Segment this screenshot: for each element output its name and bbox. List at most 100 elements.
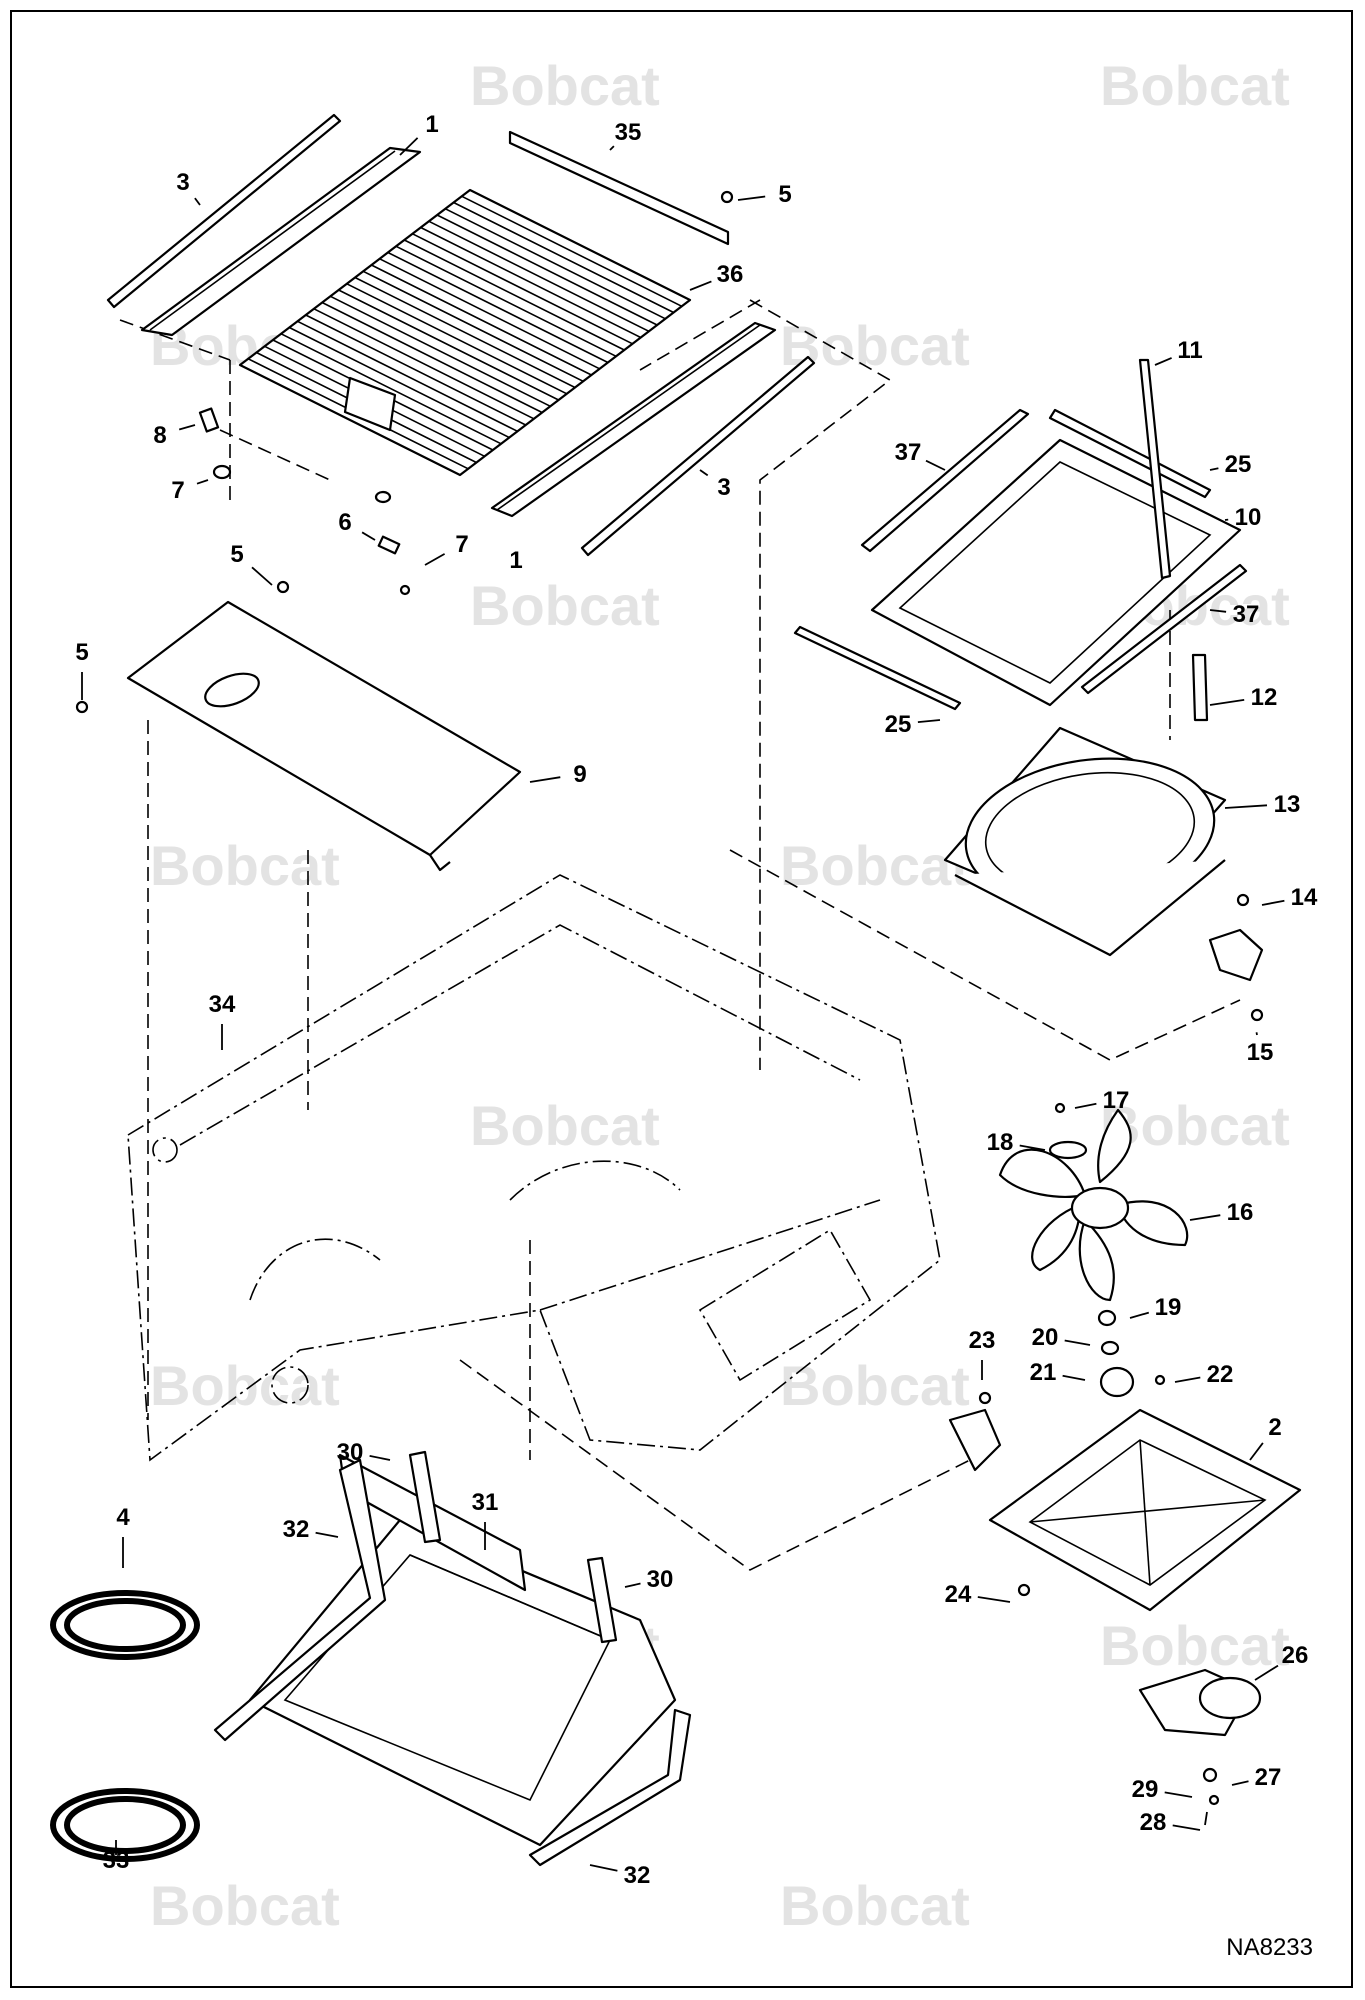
cover-panel bbox=[126, 600, 522, 872]
callout-label: 18 bbox=[987, 1129, 1014, 1156]
callout-leader-line bbox=[1019, 1144, 1046, 1151]
callout-label: 31 bbox=[472, 1489, 499, 1516]
callout-leader-line bbox=[1209, 467, 1219, 471]
watermark-text: Bobcat bbox=[150, 1354, 340, 1417]
callout-label: 26 bbox=[1282, 1642, 1309, 1669]
callout-leader-line bbox=[399, 137, 419, 156]
callout-leader-line bbox=[1231, 1780, 1249, 1786]
callout-label: 25 bbox=[885, 711, 912, 738]
callout-label: 17 bbox=[1103, 1087, 1130, 1114]
callout-leader-line bbox=[1209, 699, 1245, 706]
callout-label: 33 bbox=[103, 1847, 130, 1874]
seal-coil-upper bbox=[50, 1590, 200, 1660]
fan-blades bbox=[978, 1102, 1189, 1405]
plate-right bbox=[1208, 893, 1264, 1022]
callout-label: 2 bbox=[1268, 1414, 1281, 1441]
callout-label: 22 bbox=[1207, 1361, 1234, 1388]
watermark-text: Bobcat bbox=[150, 1874, 340, 1937]
watermark-text: Bobcat bbox=[780, 314, 970, 377]
callout-leader-line bbox=[1154, 357, 1172, 366]
mount-plate bbox=[948, 1408, 1302, 1612]
callout-leader-line bbox=[1224, 804, 1268, 809]
callout-leader-line bbox=[1261, 899, 1285, 906]
callout-label: 37 bbox=[1233, 601, 1260, 628]
callout-label: 27 bbox=[1255, 1764, 1282, 1791]
callout-label: 7 bbox=[171, 477, 184, 504]
watermark-text: Bobcat bbox=[1100, 1614, 1290, 1677]
callout-leader-line bbox=[424, 553, 446, 566]
hardware-top bbox=[75, 190, 734, 714]
callout-label: 5 bbox=[75, 639, 88, 666]
callout-label: 4 bbox=[116, 1504, 130, 1531]
callout-label: 3 bbox=[176, 169, 189, 196]
callout-leader-line bbox=[1254, 1664, 1279, 1681]
callout-leader-line bbox=[689, 280, 712, 291]
side-panel-left bbox=[140, 146, 422, 337]
callout-label: 15 bbox=[1247, 1039, 1274, 1066]
watermark-text: Bobcat bbox=[780, 1874, 970, 1937]
callout-label: 28 bbox=[1140, 1809, 1167, 1836]
trim-strips bbox=[213, 1450, 692, 1867]
callout-label: 6 bbox=[338, 509, 351, 536]
rubber-strip-right bbox=[580, 355, 816, 557]
callout-label: 30 bbox=[647, 1566, 674, 1593]
callout-leader-line bbox=[1209, 609, 1227, 613]
callout-leader-line bbox=[369, 1455, 391, 1461]
watermark-text: Bobcat bbox=[470, 1094, 660, 1157]
callout-label: 11 bbox=[1177, 337, 1202, 364]
callout-leader-line bbox=[1062, 1374, 1086, 1381]
callout-label: 3 bbox=[717, 474, 730, 501]
callout-label: 8 bbox=[153, 422, 166, 449]
callout-label: 16 bbox=[1227, 1199, 1254, 1226]
callout-leader-line bbox=[361, 531, 376, 541]
callout-label: 32 bbox=[624, 1862, 651, 1889]
callout-leader-line bbox=[178, 424, 196, 431]
mounting-bar-top bbox=[508, 130, 730, 246]
watermark-text: Bobcat bbox=[470, 54, 660, 117]
callout-leader-line bbox=[1129, 1311, 1150, 1319]
callout-leader-line bbox=[1249, 1442, 1264, 1461]
motor bbox=[1138, 1668, 1262, 1826]
callout-label: 10 bbox=[1235, 504, 1262, 531]
callout-leader-line bbox=[251, 566, 273, 586]
callout-leader-line bbox=[1074, 1102, 1097, 1109]
callout-label: 5 bbox=[230, 541, 243, 568]
callout-leader-line bbox=[315, 1531, 339, 1538]
callout-label: 30 bbox=[337, 1439, 364, 1466]
callout-leader-line bbox=[609, 145, 615, 151]
callout-label: 21 bbox=[1030, 1359, 1057, 1386]
callout-leader-line bbox=[624, 1582, 641, 1588]
seal-coil-lower bbox=[50, 1788, 200, 1862]
callout-label: 1 bbox=[425, 111, 438, 138]
callout-label: 19 bbox=[1155, 1294, 1182, 1321]
callout-label: 23 bbox=[969, 1327, 996, 1354]
callout-label: 1 bbox=[509, 547, 522, 574]
callout-label: 13 bbox=[1274, 791, 1301, 818]
callout-label: 5 bbox=[778, 181, 791, 208]
callout-label: 14 bbox=[1291, 884, 1318, 911]
callout-label: 36 bbox=[717, 261, 744, 288]
callout-label: 9 bbox=[573, 761, 586, 788]
callout-leader-line bbox=[1064, 1339, 1091, 1346]
callout-label: 20 bbox=[1032, 1324, 1059, 1351]
main-frame bbox=[127, 874, 941, 1462]
callout-leader-line bbox=[737, 195, 766, 201]
radiator-core bbox=[238, 188, 692, 477]
callout-leader-line bbox=[529, 776, 561, 783]
callout-leader-line bbox=[196, 479, 209, 485]
callout-label: 37 bbox=[895, 439, 922, 466]
callout-label: 32 bbox=[283, 1516, 310, 1543]
shroud-frame bbox=[793, 358, 1248, 722]
callout-leader-line bbox=[194, 197, 201, 206]
callout-leader-line bbox=[1174, 1376, 1201, 1383]
side-panel-right bbox=[490, 321, 777, 518]
watermark-text: Bobcat bbox=[780, 834, 970, 897]
callout-label: 12 bbox=[1251, 684, 1278, 711]
fan-ring bbox=[943, 726, 1227, 957]
callout-label: 24 bbox=[945, 1581, 972, 1608]
watermark-text: Bobcat bbox=[150, 834, 340, 897]
callout-label: 35 bbox=[615, 119, 642, 146]
